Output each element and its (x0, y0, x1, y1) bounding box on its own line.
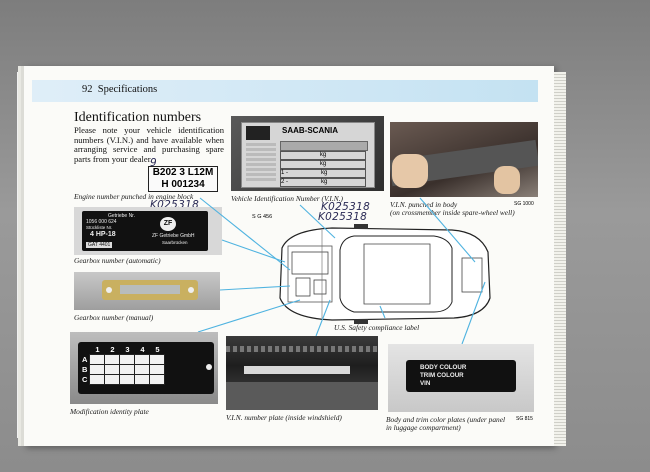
vin-plate-labels (246, 143, 276, 183)
vin-plate-photo: SAAB-SCANIA kg kg 1 -kg 2 -kg (231, 116, 384, 191)
vin-label: VIN (420, 380, 431, 387)
vin-weight-table: kg kg 1 -kg 2 -kg (280, 151, 366, 187)
defrost-vents (226, 346, 378, 352)
engine-plate-line2: H 001234 (161, 178, 205, 190)
body-colour-caption-line1: Body and trim color plates (under panel (386, 415, 506, 424)
vin-unit: kg (321, 170, 328, 176)
car-diagram (279, 224, 491, 324)
leader-gearbox-auto (221, 239, 286, 263)
leader-vin-body (419, 197, 476, 263)
vin-plate-brand: SAAB-SCANIA (282, 126, 338, 135)
vin-body-caption-line1: V.I.N. punched in body (390, 200, 458, 209)
section-title: Specifications (97, 84, 158, 95)
mirror-left (354, 224, 368, 229)
gearbox-manual-plate (102, 280, 198, 300)
gearbox-maker: ZF Getriebe GmbH (152, 233, 195, 239)
body-colour-code: SG 815 (516, 416, 533, 422)
getriebe-label: Getriebe Nr. (108, 213, 135, 219)
grid-row-header: A (82, 355, 88, 364)
page-header: 92 Specifications (82, 84, 157, 95)
grid-col-header: 3 (125, 345, 130, 354)
engine-bay (287, 245, 333, 303)
page-title: Identification numbers (74, 110, 202, 125)
grid-col-header: 2 (110, 345, 115, 354)
gearbox-gat: GAT 4401 (86, 242, 113, 248)
vin-caption: Vehicle Identification Number (V.I.N.) (231, 194, 343, 203)
intro-text: Please note your vehicle identification … (74, 125, 224, 164)
car-cabin-outline (339, 235, 453, 313)
vin-row-label: 1 - (281, 170, 289, 176)
page-edges (554, 72, 566, 446)
handwritten-prefix: 9 (150, 157, 157, 169)
grid-col-header: 1 (95, 345, 100, 354)
gearbox-number-field (120, 285, 180, 294)
vin-body-code: SG 1000 (514, 201, 534, 207)
leader-gearbox-manual (219, 285, 291, 291)
body-colour-caption-line2: in luggage compartment) (386, 423, 461, 432)
zf-logo: ZF (160, 217, 176, 231)
vin-body-photo (390, 122, 538, 197)
leader-modification (197, 299, 301, 333)
modification-photo: 1 2 3 4 5 A B C (70, 332, 218, 404)
vin-plate-metal: SAAB-SCANIA kg kg 1 -kg 2 -kg (241, 122, 375, 188)
vin-body-caption-line2: (on crossmember inside spare-wheel well) (390, 208, 515, 217)
hand-right (494, 166, 520, 194)
grid-row-header: C (82, 375, 88, 384)
body-colour-photo: BODY COLOUR TRIM COLOUR VIN (388, 344, 534, 412)
grid-row-header: B (82, 365, 88, 374)
grid-col-header: 5 (155, 345, 160, 354)
gearbox-auto-plate: Getriebe Nr. 1056 000 624 Stückliste Nr.… (82, 211, 208, 251)
gearbox-manual-photo (74, 272, 220, 310)
gearbox-manual-caption: Gearbox number (manual) (74, 313, 154, 322)
leader-windshield (315, 299, 331, 337)
leader-safety (379, 305, 386, 319)
book-spine (17, 72, 27, 438)
trim-colour-label: TRIM COLOUR (420, 372, 464, 379)
hand-left (392, 154, 428, 188)
engine-number-plate: B202 3 L12M H 001234 (148, 166, 218, 192)
vin-weight-row: 1 - kg (280, 169, 366, 178)
modification-caption: Modification identity plate (70, 407, 149, 416)
gearbox-auto-photo: Getriebe Nr. 1056 000 624 Stückliste Nr.… (74, 207, 222, 255)
grid-col-header: 4 (140, 345, 145, 354)
dashboard (226, 382, 378, 410)
engine-plate-line1: B202 3 L12M (152, 167, 214, 178)
body-colour-label: BODY COLOUR (420, 364, 467, 371)
vin-weight-row: kg (280, 160, 366, 169)
body-colour-plate: BODY COLOUR TRIM COLOUR VIN (406, 360, 516, 392)
windshield-photo (226, 336, 378, 410)
car-diagram-code: S G 456 (252, 214, 273, 220)
saab-logo-block (246, 126, 270, 140)
windshield-caption: V.I.N. number plate (inside windshield) (226, 413, 342, 422)
vin-weight-row: kg (280, 151, 366, 160)
vin-row-label: 2 - (281, 179, 289, 185)
gearbox-part-number: 1056 000 624 (86, 219, 117, 225)
car-body-outline (279, 227, 491, 321)
vin-handwritten-note-1: K025318 (321, 201, 371, 213)
gearbox-auto-caption: Gearbox number (automatic) (74, 256, 161, 265)
mirror-right (354, 319, 368, 324)
rivet (206, 364, 212, 370)
gearbox-model: 4 HP-18 (90, 231, 116, 238)
page-number: 92 (82, 84, 93, 95)
gearbox-city: Saarbrücken (162, 240, 188, 245)
vin-weight-row: 2 - kg (280, 178, 366, 187)
leader-vin (299, 204, 336, 239)
vin-handwritten-note-2: K025318 (318, 211, 368, 223)
vin-number-field (280, 141, 368, 151)
rivet-left (106, 287, 112, 293)
vin-unit: kg (321, 179, 328, 185)
engine-number-caption: Engine number punched in engine block (74, 192, 194, 201)
modification-grid: 1 2 3 4 5 A B C (80, 345, 166, 385)
car-roof-outline (363, 243, 431, 305)
vin-strip (244, 366, 350, 374)
stuckliste-label: Stückliste Nr. (86, 225, 113, 230)
leader-body-colour (461, 281, 486, 345)
rivet-right (188, 287, 194, 293)
safety-label-caption: U.S. Safety compliance label (334, 323, 420, 332)
page-header-bar (32, 80, 538, 102)
modification-plate: 1 2 3 4 5 A B C (78, 342, 214, 394)
